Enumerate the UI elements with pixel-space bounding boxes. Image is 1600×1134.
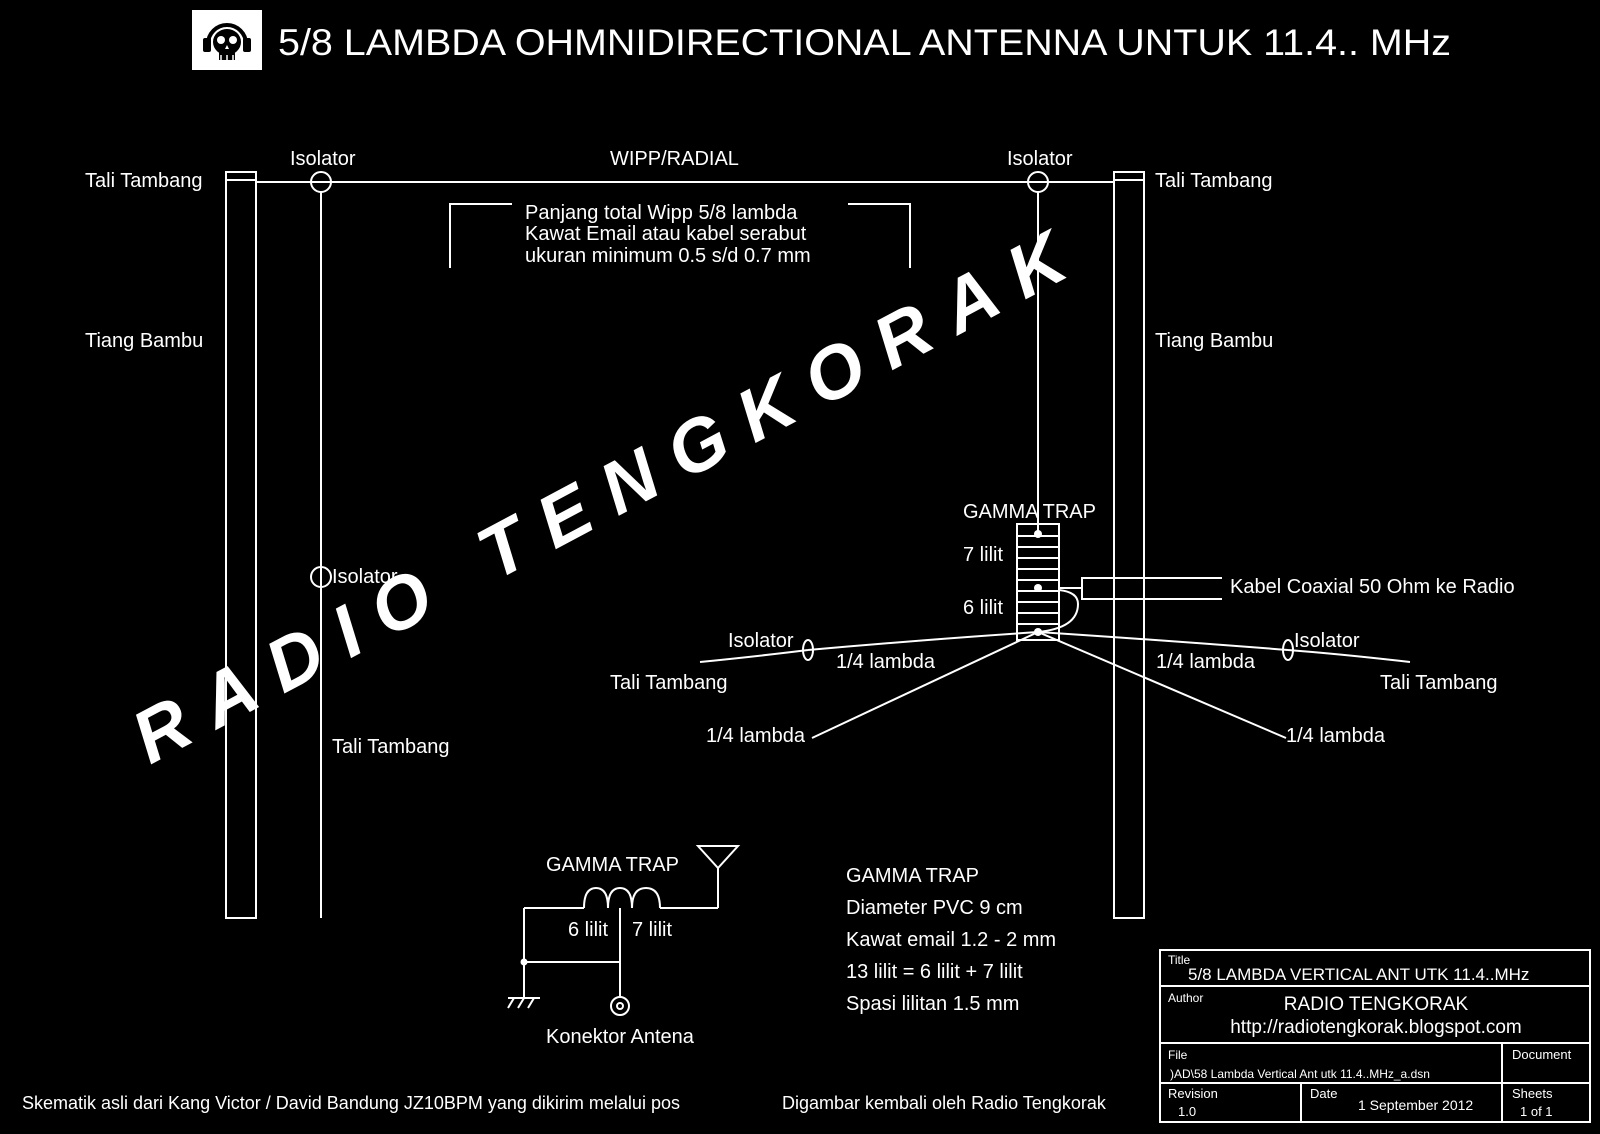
isolator-left-mid [310, 566, 332, 588]
tb-revision-label: Revision [1168, 1086, 1218, 1101]
label-tiang-bambu-left: Tiang Bambu [85, 330, 203, 352]
label-7-lilit: 7 lilit [963, 544, 1003, 566]
ground-icon [507, 997, 540, 1009]
footer-credit-left: Skematik asli dari Kang Victor / David B… [22, 1093, 680, 1113]
note-box: Panjang total Wipp 5/8 lambda Kawat Emai… [525, 202, 811, 267]
spec-line: Kawat email 1.2 - 2 mm [846, 929, 1056, 951]
radial-down-right [1037, 631, 1287, 739]
label-gamma-trap: GAMMA TRAP [963, 501, 1096, 523]
tap-points [1034, 530, 1042, 636]
radial-left [807, 631, 1039, 651]
label-isolator-radial-left: Isolator [728, 630, 794, 652]
tb-author-label: Author [1168, 991, 1203, 1005]
radial-rope-left [699, 649, 809, 663]
note-line: Panjang total Wipp 5/8 lambda [525, 202, 798, 224]
label-tali-tambang-top-right: Tali Tambang [1155, 170, 1272, 192]
isolator-radial-left [802, 639, 814, 661]
label-tali-tambang-left-drop: Tali Tambang [332, 736, 449, 758]
label-7-lilit-schematic: 7 lilit [632, 919, 672, 941]
spec-line: GAMMA TRAP [846, 865, 979, 887]
tb-date-label: Date [1310, 1086, 1337, 1101]
skull-headphones-icon [192, 10, 262, 70]
page-title: 5/8 LAMBDA OHMNIDIRECTIONAL ANTENNA UNTU… [278, 22, 1451, 63]
label-wipp-radial: WIPP/RADIAL [610, 148, 739, 170]
radial-down-left [811, 631, 1039, 739]
label-kabel-coaxial: Kabel Coaxial 50 Ohm ke Radio [1230, 576, 1515, 598]
label-isolator-radial-right: Isolator [1294, 630, 1360, 652]
note-bracket [449, 203, 911, 268]
tb-file-label: File [1168, 1048, 1188, 1062]
note-line: Kawat Email atau kabel serabut [525, 223, 807, 245]
tb-author-url: http://radiotengkorak.blogspot.com [1230, 1017, 1522, 1038]
spec-line: Spasi lilitan 1.5 mm [846, 993, 1019, 1015]
label-tiang-bambu-right: Tiang Bambu [1155, 330, 1273, 352]
note-line: ukuran minimum 0.5 s/d 0.7 mm [525, 245, 811, 267]
label-gamma-trap-schematic: GAMMA TRAP [546, 854, 679, 876]
label-tali-tambang-radial-left: Tali Tambang [610, 672, 727, 694]
spec-line: 13 lilit = 6 lilit + 7 lilit [846, 961, 1023, 983]
label-6-lilit-schematic: 6 lilit [568, 919, 608, 941]
tb-author-name: RADIO TENGKORAK [1284, 994, 1469, 1015]
label-tali-tambang-top-left: Tali Tambang [85, 170, 202, 192]
wire-drawing [225, 171, 1411, 919]
tb-revision-value: 1.0 [1178, 1104, 1196, 1119]
gamma-spec: GAMMA TRAP Diameter PVC 9 cm Kawat email… [846, 865, 1056, 1015]
radial-rope-right [1287, 649, 1411, 663]
coax-cable [1059, 577, 1222, 600]
tb-title-value: 5/8 LAMBDA VERTICAL ANT UTK 11.4..MHz [1188, 965, 1529, 984]
gamma-trap-coil [1016, 523, 1060, 641]
label-isolator-left-mid: Isolator [332, 566, 398, 588]
label-quarter-lambda-right: 1/4 lambda [1156, 651, 1256, 673]
radial-right [1037, 631, 1289, 651]
label-6-lilit: 6 lilit [963, 597, 1003, 619]
label-isolator-top-right: Isolator [1007, 148, 1073, 170]
title-block: Title 5/8 LAMBDA VERTICAL ANT UTK 11.4..… [1159, 949, 1591, 1123]
tb-file-value: )AD\58 Lambda Vertical Ant utk 11.4..MHz… [1170, 1067, 1430, 1081]
antenna-symbol-icon [695, 845, 741, 908]
connector-symbol [610, 996, 630, 1016]
tb-sheets-value: 1 of 1 [1520, 1104, 1553, 1119]
label-quarter-lambda-down-right: 1/4 lambda [1286, 725, 1386, 747]
bamboo-pole-left [225, 171, 257, 919]
tb-title-label: Title [1168, 953, 1191, 967]
tb-sheets-label: Sheets [1512, 1086, 1553, 1101]
label-quarter-lambda-left: 1/4 lambda [836, 651, 936, 673]
bamboo-pole-right [1113, 171, 1145, 919]
label-konektor-antena: Konektor Antena [546, 1026, 695, 1048]
isolator-radial-right [1282, 639, 1294, 661]
label-quarter-lambda-down-left: 1/4 lambda [706, 725, 806, 747]
tb-date-value: 1 September 2012 [1358, 1097, 1473, 1113]
watermark: RADIO TENGKORAK [119, 205, 1099, 779]
label-isolator-top-left: Isolator [290, 148, 356, 170]
spec-line: Diameter PVC 9 cm [846, 897, 1023, 919]
gamma-trap-schematic [507, 845, 741, 1016]
label-tali-tambang-radial-right: Tali Tambang [1380, 672, 1497, 694]
footer-credit-right: Digambar kembali oleh Radio Tengkorak [782, 1093, 1107, 1113]
tb-document-label: Document [1512, 1047, 1572, 1062]
